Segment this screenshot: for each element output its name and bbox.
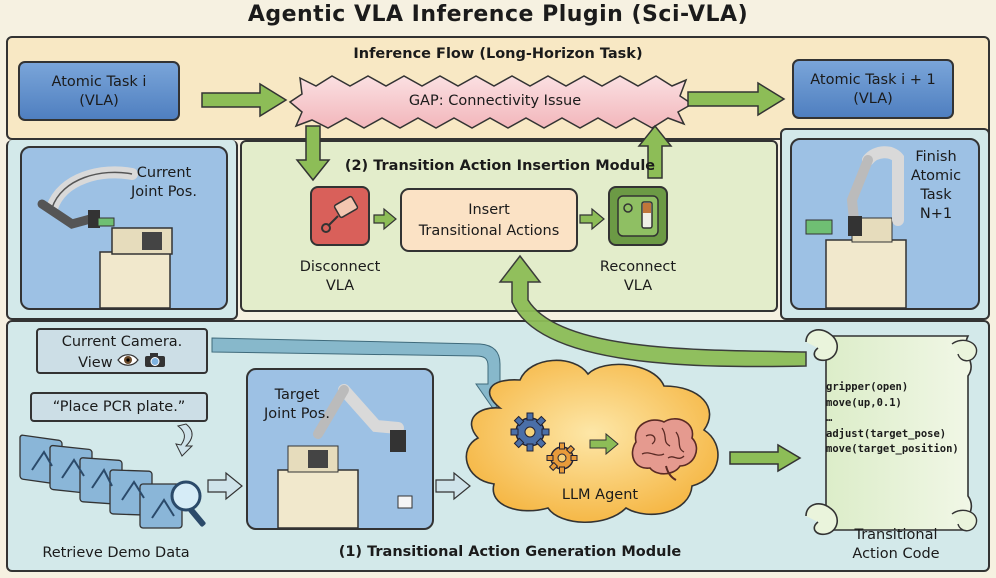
arrow-reconnect-up <box>637 124 673 179</box>
current-joint-label: Current Joint Pos. <box>116 164 212 202</box>
eye-icon <box>117 353 139 373</box>
atomic-task-i-line1: Atomic Task i <box>51 74 147 90</box>
arrow-code-to-insert <box>498 254 807 368</box>
robot-arm-icon <box>277 384 413 528</box>
camera-view-box: Current Camera. View <box>36 328 208 374</box>
target-joint-label: Target Joint Pos. <box>252 386 342 424</box>
disconnect-line2: VLA <box>325 278 355 294</box>
robot-arm-icon <box>37 166 173 308</box>
target-line2: Joint Pos. <box>264 406 330 422</box>
arrow-instruction-down <box>175 423 194 457</box>
atomic-task-i-box: Atomic Task i (VLA) <box>18 61 180 121</box>
scroll-icon <box>805 329 978 536</box>
arrow-task-to-gap <box>201 82 288 118</box>
disconnect-box <box>310 186 370 246</box>
gap-shape <box>288 75 694 129</box>
robot-arm-icon <box>805 146 907 308</box>
arrow-llm-to-code <box>729 443 802 473</box>
arrow-gap-to-next <box>687 81 786 117</box>
insert-actions-box: Insert Transitional Actions <box>400 188 578 252</box>
arrow-disconnect-to-insert <box>373 207 397 231</box>
disconnect-icon <box>321 195 359 233</box>
generation-module-label: (1) Transitional Action Generation Modul… <box>338 544 682 560</box>
arrow-gear-to-brain <box>589 432 619 456</box>
gap-label: GAP: Connectivity Issue <box>408 93 582 109</box>
finish-line3: Task <box>920 187 952 203</box>
retrieve-label: Retrieve Demo Data <box>42 545 190 561</box>
target-joint-photo <box>246 368 434 530</box>
insertion-module-label: (2) Transition Action Insertion Module <box>344 158 656 174</box>
camera-line2: View <box>78 355 113 371</box>
current-joint-line1: Current <box>136 165 192 181</box>
code-line: move(target_position) <box>826 443 959 455</box>
code-caption-line1: Transitional <box>854 527 938 543</box>
switch-icon <box>617 195 659 237</box>
finish-line4: N+1 <box>919 206 953 222</box>
code-line: adjust(target_pose) <box>826 427 947 440</box>
inference-flow-label: Inference Flow (Long-Horizon Task) <box>353 46 643 62</box>
finish-label: Finish Atomic Task N+1 <box>896 148 976 224</box>
gear-icon <box>510 412 550 452</box>
arrow-target-to-llm <box>435 471 471 501</box>
current-joint-line2: Joint Pos. <box>131 184 197 200</box>
reconnect-line2: VLA <box>623 278 653 294</box>
insert-line1: Insert <box>468 202 510 218</box>
finish-line1: Finish <box>915 149 957 165</box>
arrow-insert-to-reconnect <box>579 207 605 231</box>
demo-image-stack <box>19 434 183 529</box>
diagram-title: Agentic VLA Inference Plugin (Sci-VLA) <box>247 2 749 27</box>
atomic-task-next-box: Atomic Task i + 1 (VLA) <box>792 59 954 119</box>
target-line1: Target <box>274 387 320 403</box>
reconnect-box <box>608 186 668 246</box>
reconnect-line1: Reconnect <box>599 259 677 275</box>
magnifier-icon <box>170 480 206 527</box>
camera-line2-row: View <box>38 352 206 374</box>
finish-line2: Atomic <box>910 168 962 184</box>
arrow-retrieve-to-target <box>207 471 243 501</box>
code-line: … <box>826 412 833 424</box>
code-caption-line2: Action Code <box>852 546 940 562</box>
reconnect-label: Reconnect VLA <box>578 258 698 296</box>
llm-agent-label: LLM Agent <box>561 487 639 503</box>
camera-line1: Current Camera. <box>61 334 183 350</box>
action-code-block: gripper(open) move(up,0.1) … adjust(targ… <box>826 380 966 458</box>
code-line: move(up,0.1) <box>826 396 902 409</box>
atomic-task-i-line2: (VLA) <box>79 93 119 109</box>
camera-icon <box>144 352 166 374</box>
gear-icon <box>546 442 578 474</box>
code-line: gripper(open) <box>826 381 909 393</box>
insert-line2: Transitional Actions <box>418 223 560 239</box>
current-joint-photo <box>20 146 228 310</box>
finish-task-photo <box>790 138 980 310</box>
atomic-task-next-line2: (VLA) <box>853 91 893 107</box>
disconnect-line1: Disconnect <box>299 259 381 275</box>
brain-icon <box>631 418 698 481</box>
instruction-box: “Place PCR plate.” <box>30 392 208 422</box>
code-caption: Transitional Action Code <box>826 526 966 564</box>
atomic-task-next-line1: Atomic Task i + 1 <box>810 72 936 88</box>
disconnect-label: Disconnect VLA <box>280 258 400 296</box>
arrow-camera-to-llm <box>211 337 513 411</box>
arrow-gap-down <box>295 125 331 182</box>
